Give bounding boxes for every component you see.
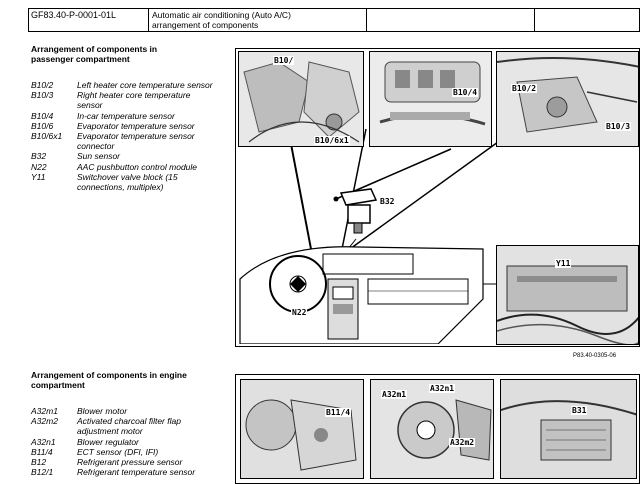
component-row: B10/4 In-car temperature sensor <box>31 111 217 121</box>
component-row: B12 Refrigerant pressure sensor <box>31 457 217 467</box>
component-description: Activated charcoal filter flap adjustmen… <box>77 416 181 437</box>
dashboard-drawing <box>238 239 488 344</box>
doc-number: GF83.40-P-0001-01L <box>31 10 117 20</box>
header-cell-doc-number: GF83.40-P-0001-01L <box>29 9 149 31</box>
component-code: A32m1 <box>31 406 58 416</box>
component-code: B10/6x1 <box>31 131 63 142</box>
component-row: B10/2 Left heater core temperature sensor <box>31 80 217 90</box>
component-description: Switchover valve block (15 connections, … <box>77 171 178 193</box>
section1-title: Arrangement of components in passenger c… <box>31 44 158 64</box>
component-description: Evaporator temperature sensor connector <box>77 131 195 152</box>
component-description: Blower motor <box>77 406 128 416</box>
label-b10: B10/ <box>273 56 295 65</box>
label-b10-6x1: B10/6x1 <box>314 136 350 145</box>
component-description: Evaporator temperature sensor <box>77 120 195 131</box>
component-code: A32m2 <box>31 416 58 427</box>
sun-sensor-drawing <box>336 185 386 235</box>
component-code: B10/4 <box>31 110 54 121</box>
figure-reference: P83.40-0305-06 <box>573 353 617 359</box>
component-description: Refrigerant pressure sensor <box>77 457 183 468</box>
component-description: Right heater core temperature sensor <box>77 90 191 111</box>
component-code: N22 <box>31 161 47 172</box>
component-row: B12/1 Refrigerant temperature sensor <box>31 467 217 477</box>
figure-refrigerant-sensors: B31 <box>500 379 637 479</box>
component-description: AAC pushbutton control module <box>77 161 198 172</box>
component-code: B10/2 <box>31 80 54 90</box>
doc-title: Automatic air conditioning (Auto A/C) ar… <box>152 10 364 30</box>
label-n22: N22 <box>291 308 308 317</box>
component-code: B10/6 <box>31 120 54 131</box>
component-row: B10/3 Right heater core temperature senso… <box>31 90 217 110</box>
figure-ect-sensor: B11/4 <box>240 379 364 479</box>
figure-switchover-valve-block: Y11 <box>496 245 639 345</box>
label-b10-4: B10/4 <box>452 88 479 97</box>
label-b10-3: B10/3 <box>605 122 632 131</box>
component-description: ECT sensor (DFI, IFI) <box>77 446 159 457</box>
label-a32m2: A32m2 <box>449 438 476 447</box>
figure-in-car-sensor: B10/4 <box>369 51 492 147</box>
label-a32n1: A32n1 <box>429 384 456 393</box>
component-code: Y11 <box>31 171 46 182</box>
component-code: B11/4 <box>31 446 53 457</box>
component-row: B32 Sun sensor <box>31 151 217 161</box>
component-code: B12 <box>31 457 47 468</box>
label-y11: Y11 <box>555 259 572 268</box>
component-row: A32n1 Blower regulator <box>31 437 217 447</box>
component-description: Sun sensor <box>77 151 120 162</box>
component-row: B10/6 Evaporator temperature sensor <box>31 121 217 131</box>
component-row: N22 AAC pushbutton control module <box>31 162 217 172</box>
component-code: B12/1 <box>31 467 54 478</box>
label-b10-2: B10/2 <box>511 84 538 93</box>
section1-component-list: B10/2 Left heater core temperature sensor… <box>31 80 217 192</box>
component-row: B11/4 ECT sensor (DFI, IFI) <box>31 447 217 457</box>
engine-compartment-figure: B11/4 A32m1 A32n1 A32m2 B31 <box>235 374 640 484</box>
label-a32m1: A32m1 <box>381 390 408 399</box>
component-description: Refrigerant temperature sensor <box>77 467 196 478</box>
doc-title-line2: arrangement of components <box>152 20 259 30</box>
component-description: Blower regulator <box>77 436 139 447</box>
figure-left-heater-area: B10/ B10/6x1 <box>238 51 364 147</box>
document-header-table: GF83.40-P-0001-01L Automatic air conditi… <box>28 8 640 32</box>
label-b11-4: B11/4 <box>325 408 352 417</box>
header-cell-title: Automatic air conditioning (Auto A/C) ar… <box>149 9 367 31</box>
section2-title: Arrangement of components in engine comp… <box>31 370 187 390</box>
figure-blower: A32m1 A32n1 A32m2 <box>370 379 494 479</box>
label-b32: B32 <box>379 197 396 206</box>
component-code: B32 <box>31 151 47 162</box>
component-code: A32n1 <box>31 436 56 447</box>
component-description: In-car temperature sensor <box>77 110 175 121</box>
header-cell-empty-1 <box>367 9 535 31</box>
figure-heater-core-sensors: B10/2 B10/3 <box>496 51 639 147</box>
component-row: B10/6x1 Evaporator temperature sensor con… <box>31 131 217 151</box>
doc-title-line1: Automatic air conditioning (Auto A/C) <box>152 10 291 20</box>
component-description: Left heater core temperature sensor <box>77 80 213 90</box>
component-row: A32m1 Blower motor <box>31 406 217 416</box>
component-row: A32m2 Activated charcoal filter flap adju… <box>31 416 217 436</box>
label-b31: B31 <box>571 406 588 415</box>
component-row: Y11 Switchover valve block (15 connection… <box>31 172 217 192</box>
passenger-compartment-figure: B10/ B10/6x1 B10/4 B10/2 B10/3 <box>235 48 640 347</box>
header-cell-empty-2 <box>535 9 641 31</box>
component-code: B10/3 <box>31 90 54 101</box>
